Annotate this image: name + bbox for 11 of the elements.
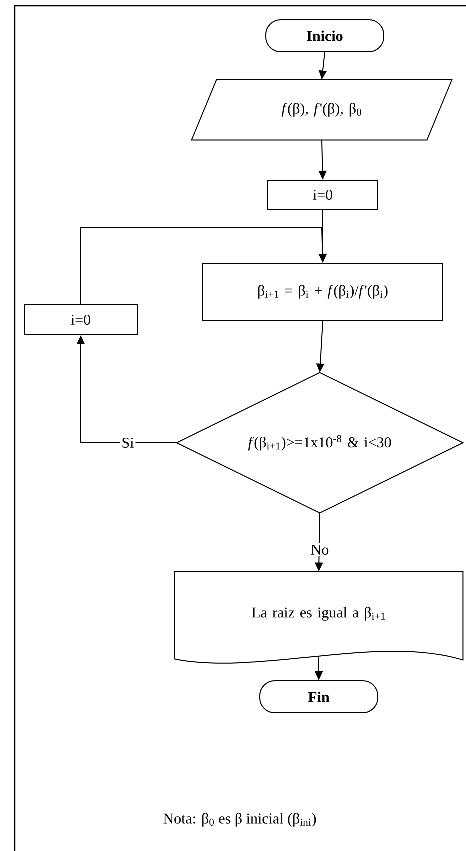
terminal-box: Fin xyxy=(260,680,378,714)
process-box: β$_{i+1}$ = β$_{i}$ + f(β$_{i}$)/f'(β$_{i}$) xyxy=(202,263,444,321)
process-box: i=0 xyxy=(24,304,138,336)
document-shape: La raiz es igual a β$_{i+1}$ xyxy=(174,571,464,664)
arrow xyxy=(80,228,327,305)
edge-label: No xyxy=(309,544,331,556)
input-parallelogram: f(β), f'(β), β$_{0}$ xyxy=(191,79,453,141)
edge-label: Si xyxy=(120,436,136,450)
process-box: i=0 xyxy=(268,180,378,210)
terminal-box: Inicio xyxy=(266,20,384,52)
note-text: Nota: β$_{0}$ es β inicial (β$_{ini}$) xyxy=(164,813,316,827)
